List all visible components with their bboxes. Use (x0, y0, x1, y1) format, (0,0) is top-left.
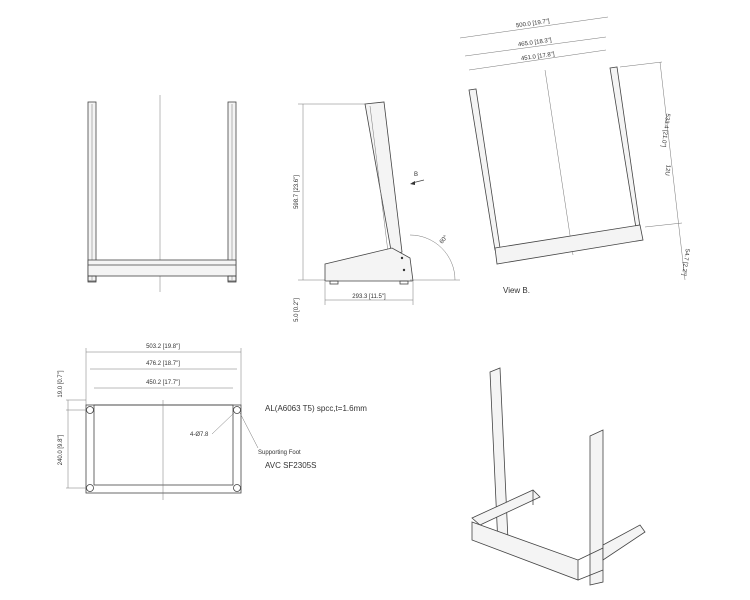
top-depth-dim: 240.0 [9.8"] (58, 434, 64, 465)
isometric-view (471, 367, 646, 586)
angle-label: 60° (439, 234, 450, 245)
side-view: 598.7 [23.6"] 60° B 293.3 [11.5"] 5.0 [0… (294, 101, 460, 322)
side-upright (364, 101, 403, 257)
view-b-mid-width: 465.0 [18.3"] (518, 38, 553, 49)
material-note: AL(A6063 T5) spcc,t=1.6mm (265, 404, 367, 413)
view-b-caption: View B. (503, 286, 530, 295)
view-b-right-rail (609, 66, 641, 229)
iso-front-base (471, 521, 579, 581)
side-base (324, 247, 414, 282)
foot-height-dim: 5.0 [0.2"] (294, 298, 300, 322)
view-b-left-rail (468, 88, 501, 251)
side-height-dim: 598.7 [23.6"] (294, 175, 300, 209)
hole-spec: 4-Ø7.8 (190, 432, 209, 438)
iso-right-rail (589, 429, 604, 586)
top-frame (85, 404, 242, 494)
front-view (87, 95, 237, 292)
view-b-inner-width: 451.0 [17.8"] (521, 52, 556, 63)
top-outer-width: 503.2 [19.8"] (146, 344, 180, 350)
top-mid-width: 476.2 [18.7"] (146, 361, 180, 367)
view-b-outer-width: 500.0 [19.7"] (516, 19, 551, 30)
view-b-base-height: 54.7 [2.2"] (680, 248, 690, 276)
supporting-foot-label: Supporting Foot (258, 450, 301, 456)
view-b-marker: B (414, 172, 418, 178)
top-inner-width: 450.2 [17.7"] (146, 380, 180, 386)
front-base (87, 259, 237, 277)
view-b-base (494, 224, 644, 265)
top-offset-dim: 19.0 [0.7"] (58, 370, 64, 397)
side-depth-dim: 293.3 [11.5"] (352, 294, 386, 300)
top-view: 503.2 [19.8"] 476.2 [18.7"] 450.2 [17.7"… (58, 344, 367, 500)
view-b-rail-height: 533.4 [21.0"] (660, 113, 671, 148)
view-b-units: 12U (663, 164, 670, 176)
supporting-foot-model: AVC SF2305S (265, 461, 316, 470)
view-b: 500.0 [19.7"] 465.0 [18.3"] 451.0 [17.8"… (459, 16, 690, 295)
